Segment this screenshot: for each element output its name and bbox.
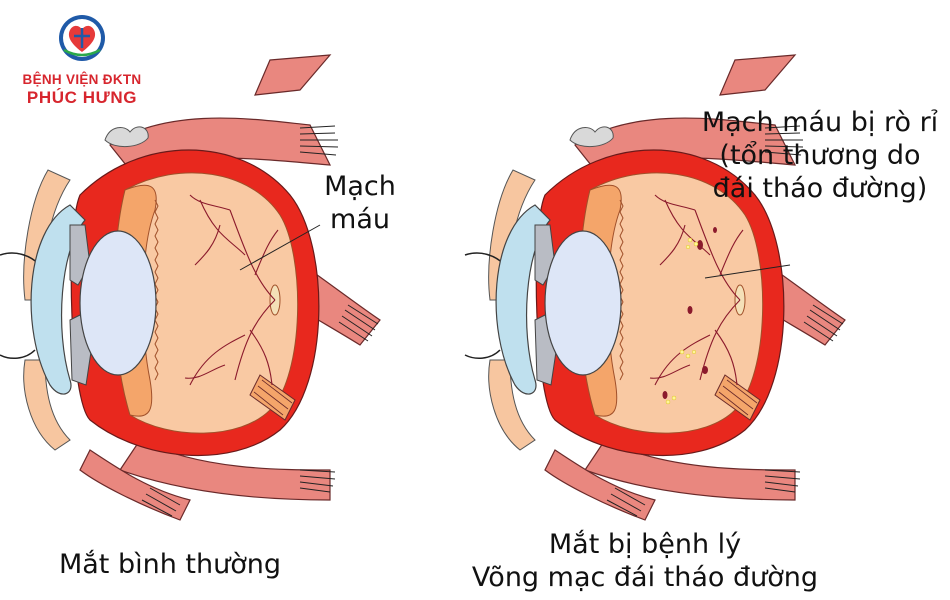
vessel-label-line1: Mạch bbox=[324, 171, 396, 202]
vessel-label: Mạch máu bbox=[310, 170, 410, 236]
leak-label: Mạch máu bị rò rỉ (tổn thương do đái thá… bbox=[690, 106, 950, 205]
diseased-caption-line1: Mắt bị bệnh lý bbox=[548, 529, 742, 560]
leak-label-line3: đái tháo đường) bbox=[712, 173, 928, 204]
leak-pointer-line bbox=[704, 264, 791, 279]
normal-eye-diagram bbox=[0, 54, 381, 521]
diseased-eye-diagram bbox=[464, 54, 846, 521]
hospital-emblem-icon bbox=[59, 15, 105, 61]
logo-text-line1: BỆNH VIỆN ĐKTN bbox=[22, 72, 142, 87]
vessel-pointer-line bbox=[239, 224, 321, 271]
vessel-label-line2: máu bbox=[330, 204, 390, 235]
diseased-eye-caption: Mắt bị bệnh lý Võng mạc đái tháo đường bbox=[460, 528, 830, 594]
leak-label-line1: Mạch máu bị rò rỉ bbox=[701, 107, 939, 138]
normal-eye-caption: Mắt bình thường bbox=[58, 549, 282, 580]
logo-text-line2: PHÚC HƯNG bbox=[26, 88, 138, 107]
leak-label-line2: (tổn thương do bbox=[719, 140, 921, 171]
diseased-caption-line2: Võng mạc đái tháo đường bbox=[471, 562, 819, 593]
hospital-logo: BỆNH VIỆN ĐKTN PHÚC HƯNG bbox=[16, 10, 141, 110]
